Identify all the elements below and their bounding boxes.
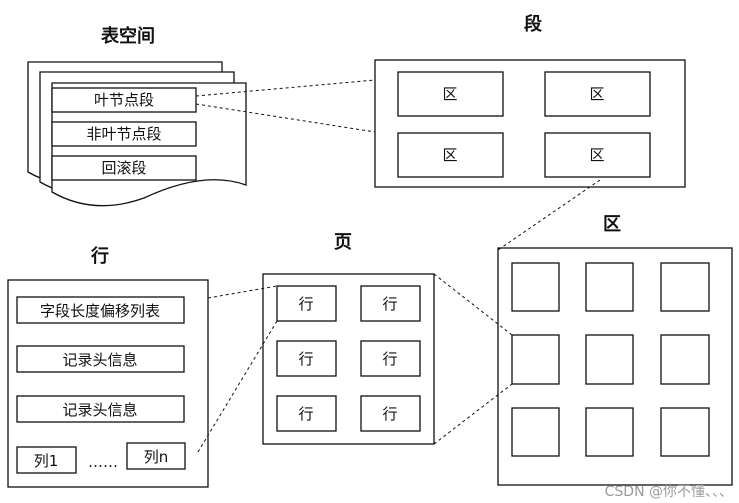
segment-rollback-label: 回滚段 [101, 159, 146, 177]
page-title: 页 [334, 232, 352, 253]
row-column-last: 列n [126, 442, 186, 470]
row-field-offset-list-label: 字段长度偏移列表 [40, 302, 160, 320]
connector-extent-to-extent-box [497, 179, 601, 251]
segment-extent-1: 区 [397, 71, 504, 117]
extent-page [511, 334, 560, 385]
segment-non-leaf-node-label: 非叶节点段 [86, 125, 161, 143]
extent-page [585, 262, 634, 312]
segment-leaf-node-label: 叶节点段 [94, 91, 154, 109]
page-row-4-label: 行 [382, 350, 397, 368]
connector-leaf-to-segment-bottom [195, 103, 376, 133]
page-row-3-label: 行 [298, 350, 313, 368]
row-field-offset-list: 字段长度偏移列表 [16, 296, 185, 324]
extent-page [660, 262, 710, 312]
row-column-ellipsis: …… [88, 453, 118, 471]
segment-extent-3: 区 [397, 132, 504, 178]
row-field-record-header-2: 记录头信息 [16, 395, 185, 423]
page-row-6-label: 行 [382, 405, 397, 423]
page-row-4: 行 [360, 340, 421, 377]
connector-page-to-extent-bottom [433, 383, 513, 445]
row-column-last-label: 列n [144, 448, 169, 466]
extent-page [511, 407, 560, 457]
segment-extent-2-label: 区 [589, 85, 604, 103]
segment-leaf-node: 叶节点段 [51, 87, 197, 113]
extent-title: 区 [603, 214, 621, 235]
row-column-first-label: 列1 [34, 452, 59, 470]
row-field-record-header-1-label: 记录头信息 [62, 351, 137, 369]
row-title: 行 [90, 245, 109, 267]
page-row-1: 行 [276, 285, 337, 322]
segment-rollback: 回滚段 [51, 155, 197, 181]
extent-page-grid [511, 262, 710, 457]
row-field-record-header-1: 记录头信息 [16, 345, 185, 373]
tablespace-title: 表空间 [101, 25, 155, 47]
row-field-record-header-2-label: 记录头信息 [62, 401, 137, 419]
row-column-first: 列1 [16, 446, 77, 474]
segment-extent-3-label: 区 [442, 146, 457, 164]
page-row-6: 行 [360, 395, 421, 432]
connector-row-to-page-bottom [197, 320, 278, 453]
segment-extent-4-label: 区 [589, 146, 604, 164]
page-row-1-label: 行 [298, 295, 313, 313]
page-row-3: 行 [276, 340, 337, 377]
page-row-5-label: 行 [298, 405, 313, 423]
page-row-5: 行 [276, 395, 337, 432]
page-row-2: 行 [360, 285, 421, 322]
extent-page [660, 334, 710, 385]
segment-non-leaf-node: 非叶节点段 [51, 121, 197, 147]
segment-extent-2: 区 [544, 71, 651, 117]
segment-extent-1-label: 区 [442, 85, 457, 103]
page-row-2-label: 行 [382, 295, 397, 313]
extent-page [585, 334, 634, 385]
extent-page [511, 262, 560, 312]
connector-page-to-extent-top [433, 273, 513, 336]
segment-extent-4: 区 [544, 132, 651, 178]
extent-page [660, 407, 710, 457]
segment-title: 段 [524, 13, 543, 35]
watermark: CSDN @你不懂、、、 [605, 484, 733, 500]
extent-page [585, 407, 634, 457]
